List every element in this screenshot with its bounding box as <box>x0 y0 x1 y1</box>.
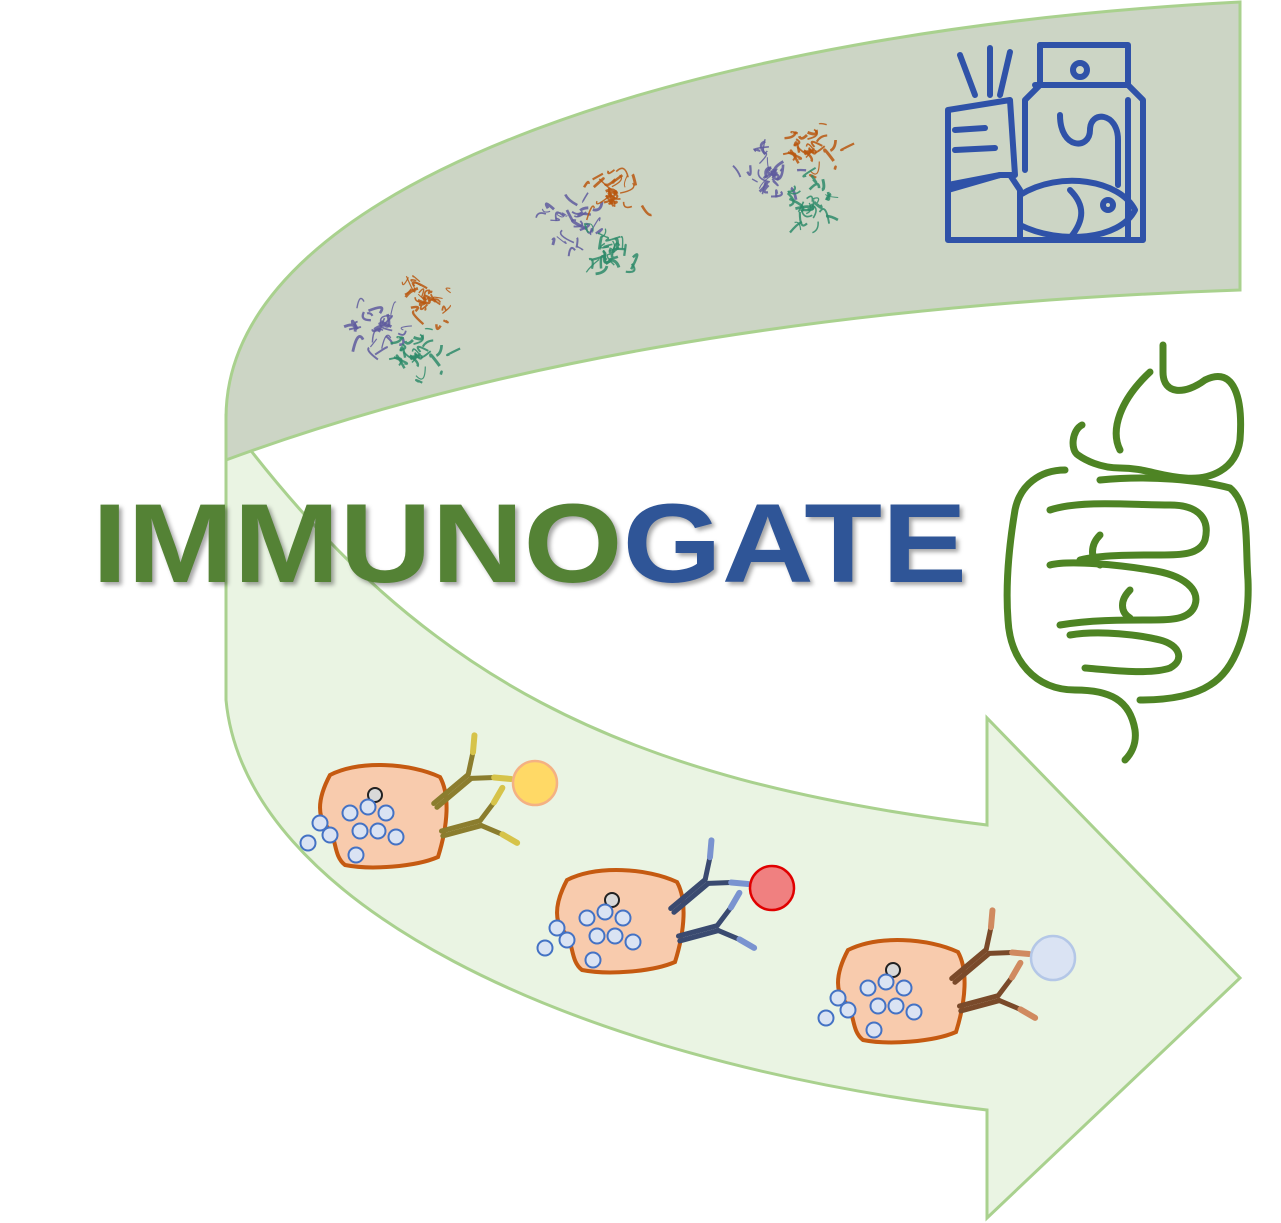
mast-cell-icon <box>536 837 796 975</box>
protein-trimer-icon <box>535 167 652 276</box>
lower-arrow-band <box>224 413 1243 1222</box>
mast-cell-icon <box>299 732 559 870</box>
food-groceries-icon <box>945 42 1146 243</box>
protein-trimer-icon <box>732 122 855 234</box>
digestive-tract-icon <box>1003 341 1252 764</box>
title-part-immuno: IMMUNO <box>92 481 623 606</box>
mast-cell-icon <box>817 907 1077 1045</box>
protein-trimer-icon <box>343 275 461 384</box>
upper-curved-band <box>224 0 1242 463</box>
title-part-gate: GATE <box>623 481 967 606</box>
